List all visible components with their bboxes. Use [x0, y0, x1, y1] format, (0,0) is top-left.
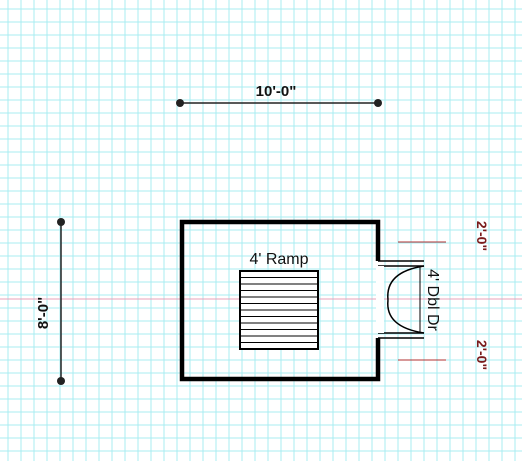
ramp-label: 4' Ramp: [249, 251, 308, 268]
ramp: 4' Ramp: [239, 251, 319, 350]
door-label: 4' Dbl Dr: [424, 269, 441, 331]
ramp-treads: [240, 277, 318, 343]
dimension-endpoint: [374, 99, 382, 107]
door-offset-top-label: 2'-0": [474, 221, 490, 251]
dimension-endpoint: [57, 218, 65, 226]
door-offset-marks: 2'-0" 2'-0": [398, 221, 490, 370]
door-offset-bottom-label: 2'-0": [474, 340, 490, 370]
double-door: 4' Dbl Dr: [387, 265, 441, 334]
width-dimension: 10'-0": [176, 83, 382, 107]
door-swing-arc: [387, 299, 425, 334]
room-walls: [179, 219, 424, 382]
height-dimension-label: 8'-0": [35, 297, 52, 329]
door-swing-arc: [387, 265, 425, 301]
width-dimension-label: 10'-0": [256, 83, 297, 100]
dimension-endpoint: [57, 377, 65, 385]
dimension-endpoint: [176, 99, 184, 107]
height-dimension: 8'-0": [35, 218, 65, 385]
